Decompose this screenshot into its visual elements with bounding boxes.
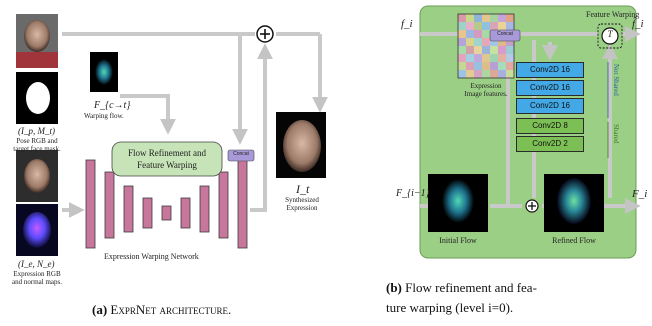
expr-caption-1: Expression RGB [13,270,61,278]
not-shared-label: Not Shared [612,64,620,96]
concat-label: Concat [233,151,249,157]
caption-a-text: ExprNet architecture. [110,302,232,317]
refined-flow-image [544,174,604,232]
expr-label: (I_e, N_e) [18,259,55,269]
output-label: I_t [296,182,310,196]
flow-caption: Warping flow. [84,112,124,120]
conv-layer-5: Conv2D 2 [516,136,584,152]
caption-b-line-1: (b) Flow refinement and fea- [386,280,537,296]
exprnet-diagram [16,14,328,256]
pose-rgb-image [16,14,58,68]
output-caption-2: Expression [286,204,318,212]
initial-flow-label: Initial Flow [439,236,477,245]
caption-a-tag: (a) [92,302,108,317]
pose-caption-2: target face mask. [13,145,61,153]
conv-layer-1: Conv2D 16 [516,62,584,78]
shared-label: Shared [612,124,620,144]
concat-label-right: Concat [497,31,513,37]
expression-feature-mosaic [457,13,515,79]
caption-b-text-1: Flow refinement and fea- [405,280,537,295]
refined-flow-label: Refined Flow [552,236,596,245]
output-caption-1: Synthesized [285,196,319,204]
synthesized-output-image [276,112,326,178]
caption-b-tag: (b) [386,280,402,295]
normal-map-image [16,204,58,256]
flow-refinement-box [111,141,223,177]
feature-warping-diagram [419,5,641,259]
face-mask-image [16,72,58,124]
output-f-label: f̂_i [632,18,644,30]
unet-bars [85,159,248,249]
conv-layer-3: Conv2D 16 [516,98,584,114]
connector-lines [62,32,328,218]
pose-label: (I_p, M_t) [18,126,55,136]
expression-rgb-image [16,150,58,202]
output-F-label: F_i [632,188,648,200]
warp-operator [601,27,619,45]
flow-label: F_{c→t} [94,100,131,111]
conv-layer-4: Conv2D 8 [516,118,584,134]
conv-layer-2: Conv2D 16 [516,80,584,96]
refine-box-line-2: Feature Warping [137,160,197,170]
caption-a: (a) ExprNet architecture. [92,302,231,318]
tau-symbol: T [607,29,613,39]
expr-features-caption-1: Expression [470,82,502,90]
concat-box-right [489,29,521,42]
pose-caption-1: Pose RGB and [16,137,58,145]
network-label: Expression Warping Network [104,252,199,261]
caption-b-line-2: ture warping (level i=0). [386,300,514,315]
feature-warping-title: Feature Warping [586,10,640,19]
input-F-label: F_{i−1} [396,188,430,199]
concat-box [227,149,255,162]
warping-flow-image [90,52,118,92]
initial-flow-image [428,174,488,232]
refine-box-line-1: Flow Refinement and [128,148,206,158]
input-f-label: f_i [401,18,413,30]
expr-caption-2: and normal maps. [12,278,62,286]
expr-features-caption-2: Image features. [464,90,508,98]
